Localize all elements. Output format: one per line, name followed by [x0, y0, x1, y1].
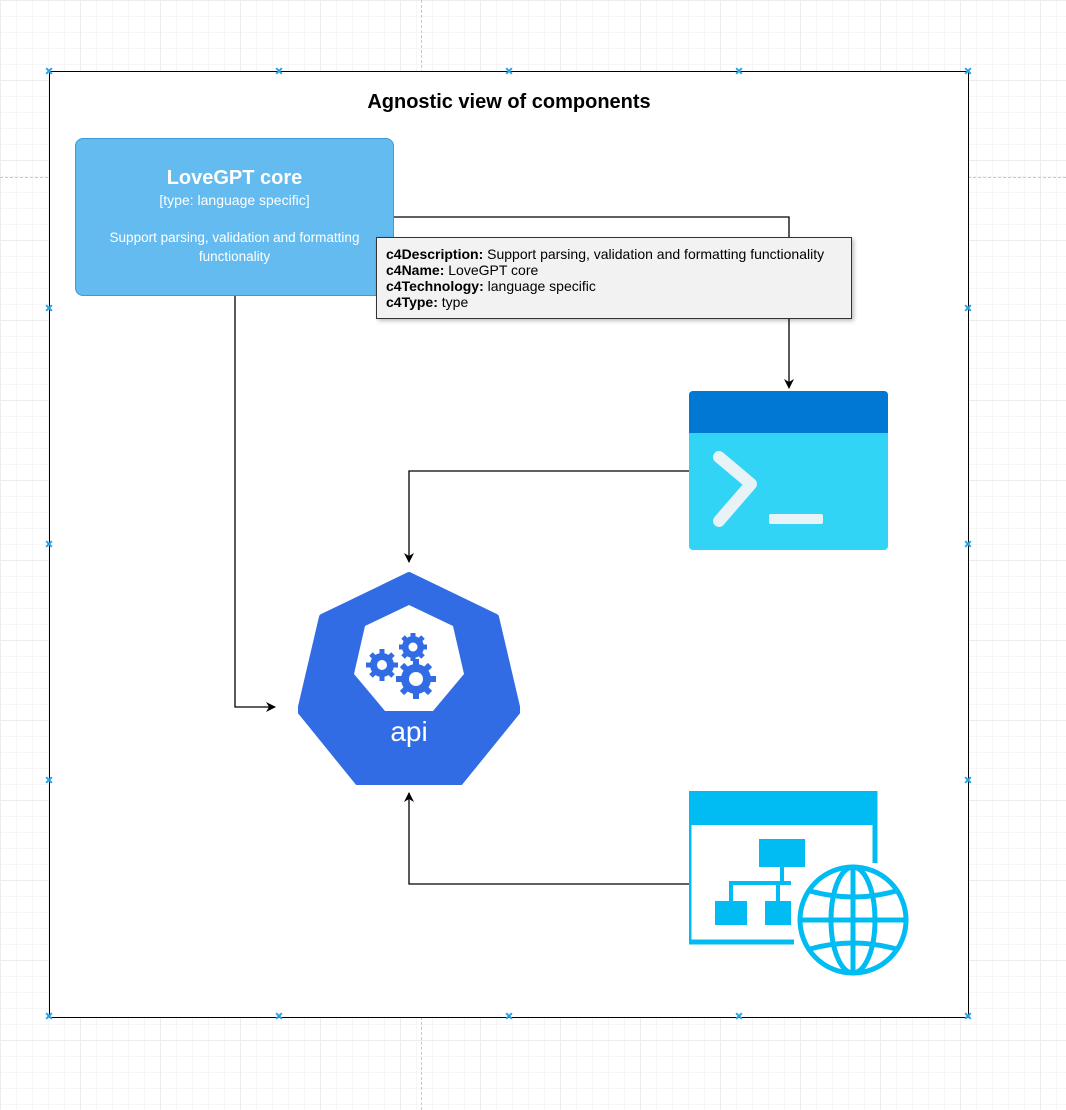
- edge-core-to-terminal[interactable]: [394, 216, 794, 389]
- tooltip-row: c4Technology: language specific: [386, 278, 596, 294]
- edge-terminal-to-api[interactable]: [404, 470, 689, 563]
- gears-icon: [366, 633, 436, 699]
- c4-properties-tooltip: c4Description: Support parsing, validati…: [376, 237, 852, 319]
- web-app-icon[interactable]: [689, 791, 913, 979]
- globe-icon: [797, 864, 909, 976]
- resize-handle[interactable]: [735, 1012, 743, 1020]
- resize-handle[interactable]: [964, 67, 972, 75]
- api-label: api: [390, 716, 427, 747]
- lovegpt-core-container[interactable]: LoveGPT core [type: language specific] S…: [75, 138, 394, 296]
- terminal-icon[interactable]: [689, 391, 888, 550]
- edge-core-to-api[interactable]: [234, 296, 276, 712]
- tooltip-row: c4Name: LoveGPT core: [386, 262, 539, 278]
- resize-handle[interactable]: [964, 776, 972, 784]
- resize-handle[interactable]: [45, 1012, 53, 1020]
- kubernetes-api-icon[interactable]: api: [298, 571, 520, 785]
- resize-handle[interactable]: [45, 67, 53, 75]
- resize-handle[interactable]: [964, 304, 972, 312]
- resize-handle[interactable]: [275, 67, 283, 75]
- core-name: LoveGPT core: [166, 167, 303, 189]
- sitemap-icon: [715, 839, 805, 925]
- edge-webapp-to-api[interactable]: [404, 792, 689, 885]
- tooltip-row: c4Type: type: [386, 294, 469, 310]
- resize-handle[interactable]: [505, 1012, 513, 1020]
- resize-handle[interactable]: [964, 1012, 972, 1020]
- resize-handle[interactable]: [275, 1012, 283, 1020]
- resize-handle[interactable]: [964, 540, 972, 548]
- diagram-title: Agnostic view of components: [367, 91, 651, 113]
- core-type: [type: language specific]: [159, 192, 310, 208]
- core-description: Support parsing, validation and formatti…: [109, 230, 360, 264]
- resize-handle[interactable]: [45, 304, 53, 312]
- resize-handle[interactable]: [505, 67, 513, 75]
- resize-handle[interactable]: [45, 776, 53, 784]
- resize-handle[interactable]: [735, 67, 743, 75]
- resize-handle[interactable]: [45, 540, 53, 548]
- tooltip-row: c4Description: Support parsing, validati…: [386, 246, 825, 262]
